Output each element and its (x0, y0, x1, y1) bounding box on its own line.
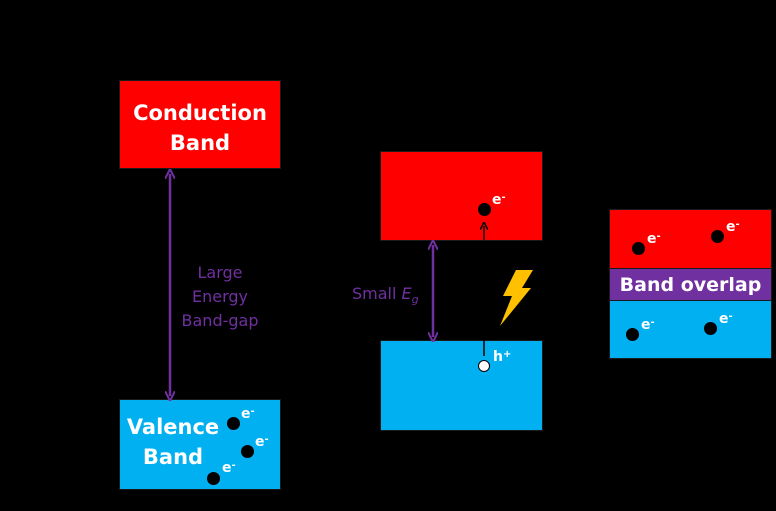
insulator-conduction-band: Conduction Band (119, 80, 281, 169)
electron-label: e- (255, 434, 269, 450)
small-gap-label: Small Eg (352, 284, 419, 307)
band-overlap-label: Band overlap (619, 274, 762, 296)
hole-label: h+ (493, 349, 512, 365)
insulator-valence-band: Valence Band (119, 399, 281, 490)
electron-dot (241, 445, 254, 458)
electron-dot (207, 472, 220, 485)
electron-label: e- (647, 231, 661, 247)
electron-dot (711, 230, 724, 243)
electron-dot (632, 242, 645, 255)
electron-label: e- (241, 406, 255, 422)
electron-dot (227, 417, 240, 430)
hole-dot (478, 360, 490, 372)
electron-label: e- (726, 219, 740, 235)
electron-label: e- (222, 460, 236, 476)
valence-band-label-line1: Valence (126, 415, 220, 439)
electron-label: e- (492, 192, 506, 208)
semiconductor-valence-band (380, 340, 543, 431)
electron-label: e- (719, 311, 733, 327)
electron-dot (626, 328, 639, 341)
semiconductor-conduction-band (380, 151, 543, 241)
valence-band-label-line2: Band (142, 445, 204, 469)
conduction-band-label-line1: Conduction (133, 101, 267, 125)
band-overlap-region: Band overlap (609, 268, 772, 301)
electron-label: e- (641, 317, 655, 333)
conduction-band-label-line2: Band (169, 131, 231, 155)
lightning-icon (500, 270, 533, 326)
large-gap-label: Large Energy Band-gap (181, 263, 259, 330)
excited-electron-dot (478, 203, 491, 216)
electron-dot (704, 322, 717, 335)
